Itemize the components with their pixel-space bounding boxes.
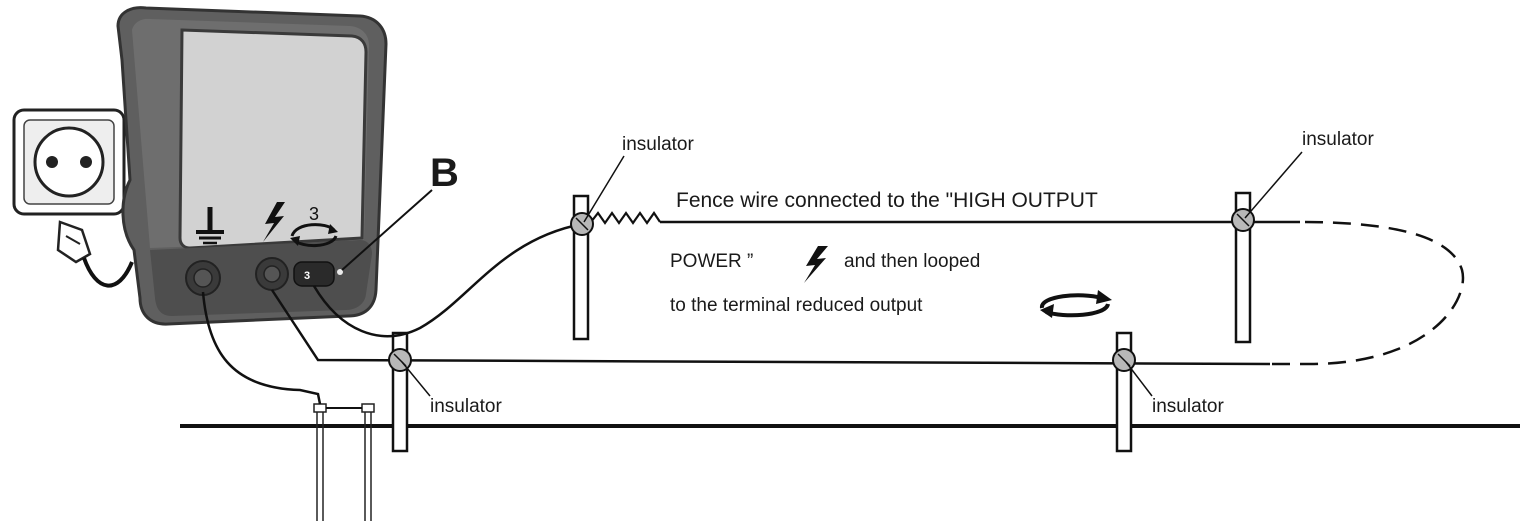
power-socket-icon (46, 156, 92, 168)
energizer-front-panel (178, 28, 368, 250)
description-lightning-bolt-icon (804, 246, 828, 283)
ground-terminal (185, 260, 221, 296)
panel-symbol-number: 3 (309, 204, 319, 224)
spring-zigzag (590, 211, 661, 225)
insulator-label-bottom-right: insulator (1152, 396, 1224, 417)
description-line-2a: POWER ” (670, 251, 753, 272)
insulator-label-top-right: insulator (1302, 129, 1374, 150)
power-plug-icon (56, 220, 92, 264)
insulator-leader-top-right (1244, 151, 1303, 219)
insulator-bottom-right (1112, 348, 1136, 372)
insulator-bottom-left (388, 348, 412, 372)
description-line-3: to the terminal reduced output (670, 295, 923, 316)
ground-icon (196, 207, 224, 245)
ground-wire (201, 291, 322, 405)
description-line-1: Fence wire connected to the "HIGH OUTPUT (676, 189, 1098, 212)
insulator-leader-top-left (583, 155, 625, 223)
insulator-label-top-left: insulator (622, 134, 694, 155)
reduced-output-terminal: 3 (293, 261, 343, 287)
description-loop-arrow-icon (1040, 290, 1112, 318)
lower-fence-wire (270, 289, 1271, 366)
description-line-2b: and then looped (844, 251, 980, 272)
insulator-leader-bottom-left (401, 361, 431, 397)
svg-text:3: 3 (304, 270, 310, 282)
energizer-unit: 3 3 (116, 6, 388, 326)
insulator-top-left (570, 212, 594, 236)
power-cable (82, 257, 134, 288)
wall-socket (12, 108, 126, 216)
insulator-leader-bottom-right (1125, 361, 1153, 397)
insulator-label-bottom-left: insulator (430, 396, 502, 417)
loop-arrow-icon (290, 223, 338, 247)
ground-rods (313, 403, 375, 521)
reduced-output-wire (312, 222, 583, 338)
high-output-terminal (255, 257, 289, 291)
loop-wire-dashed (1272, 220, 1465, 366)
callout-b-leader (341, 189, 433, 271)
lightning-bolt-icon (263, 202, 285, 242)
callout-b-label: B (430, 151, 459, 195)
